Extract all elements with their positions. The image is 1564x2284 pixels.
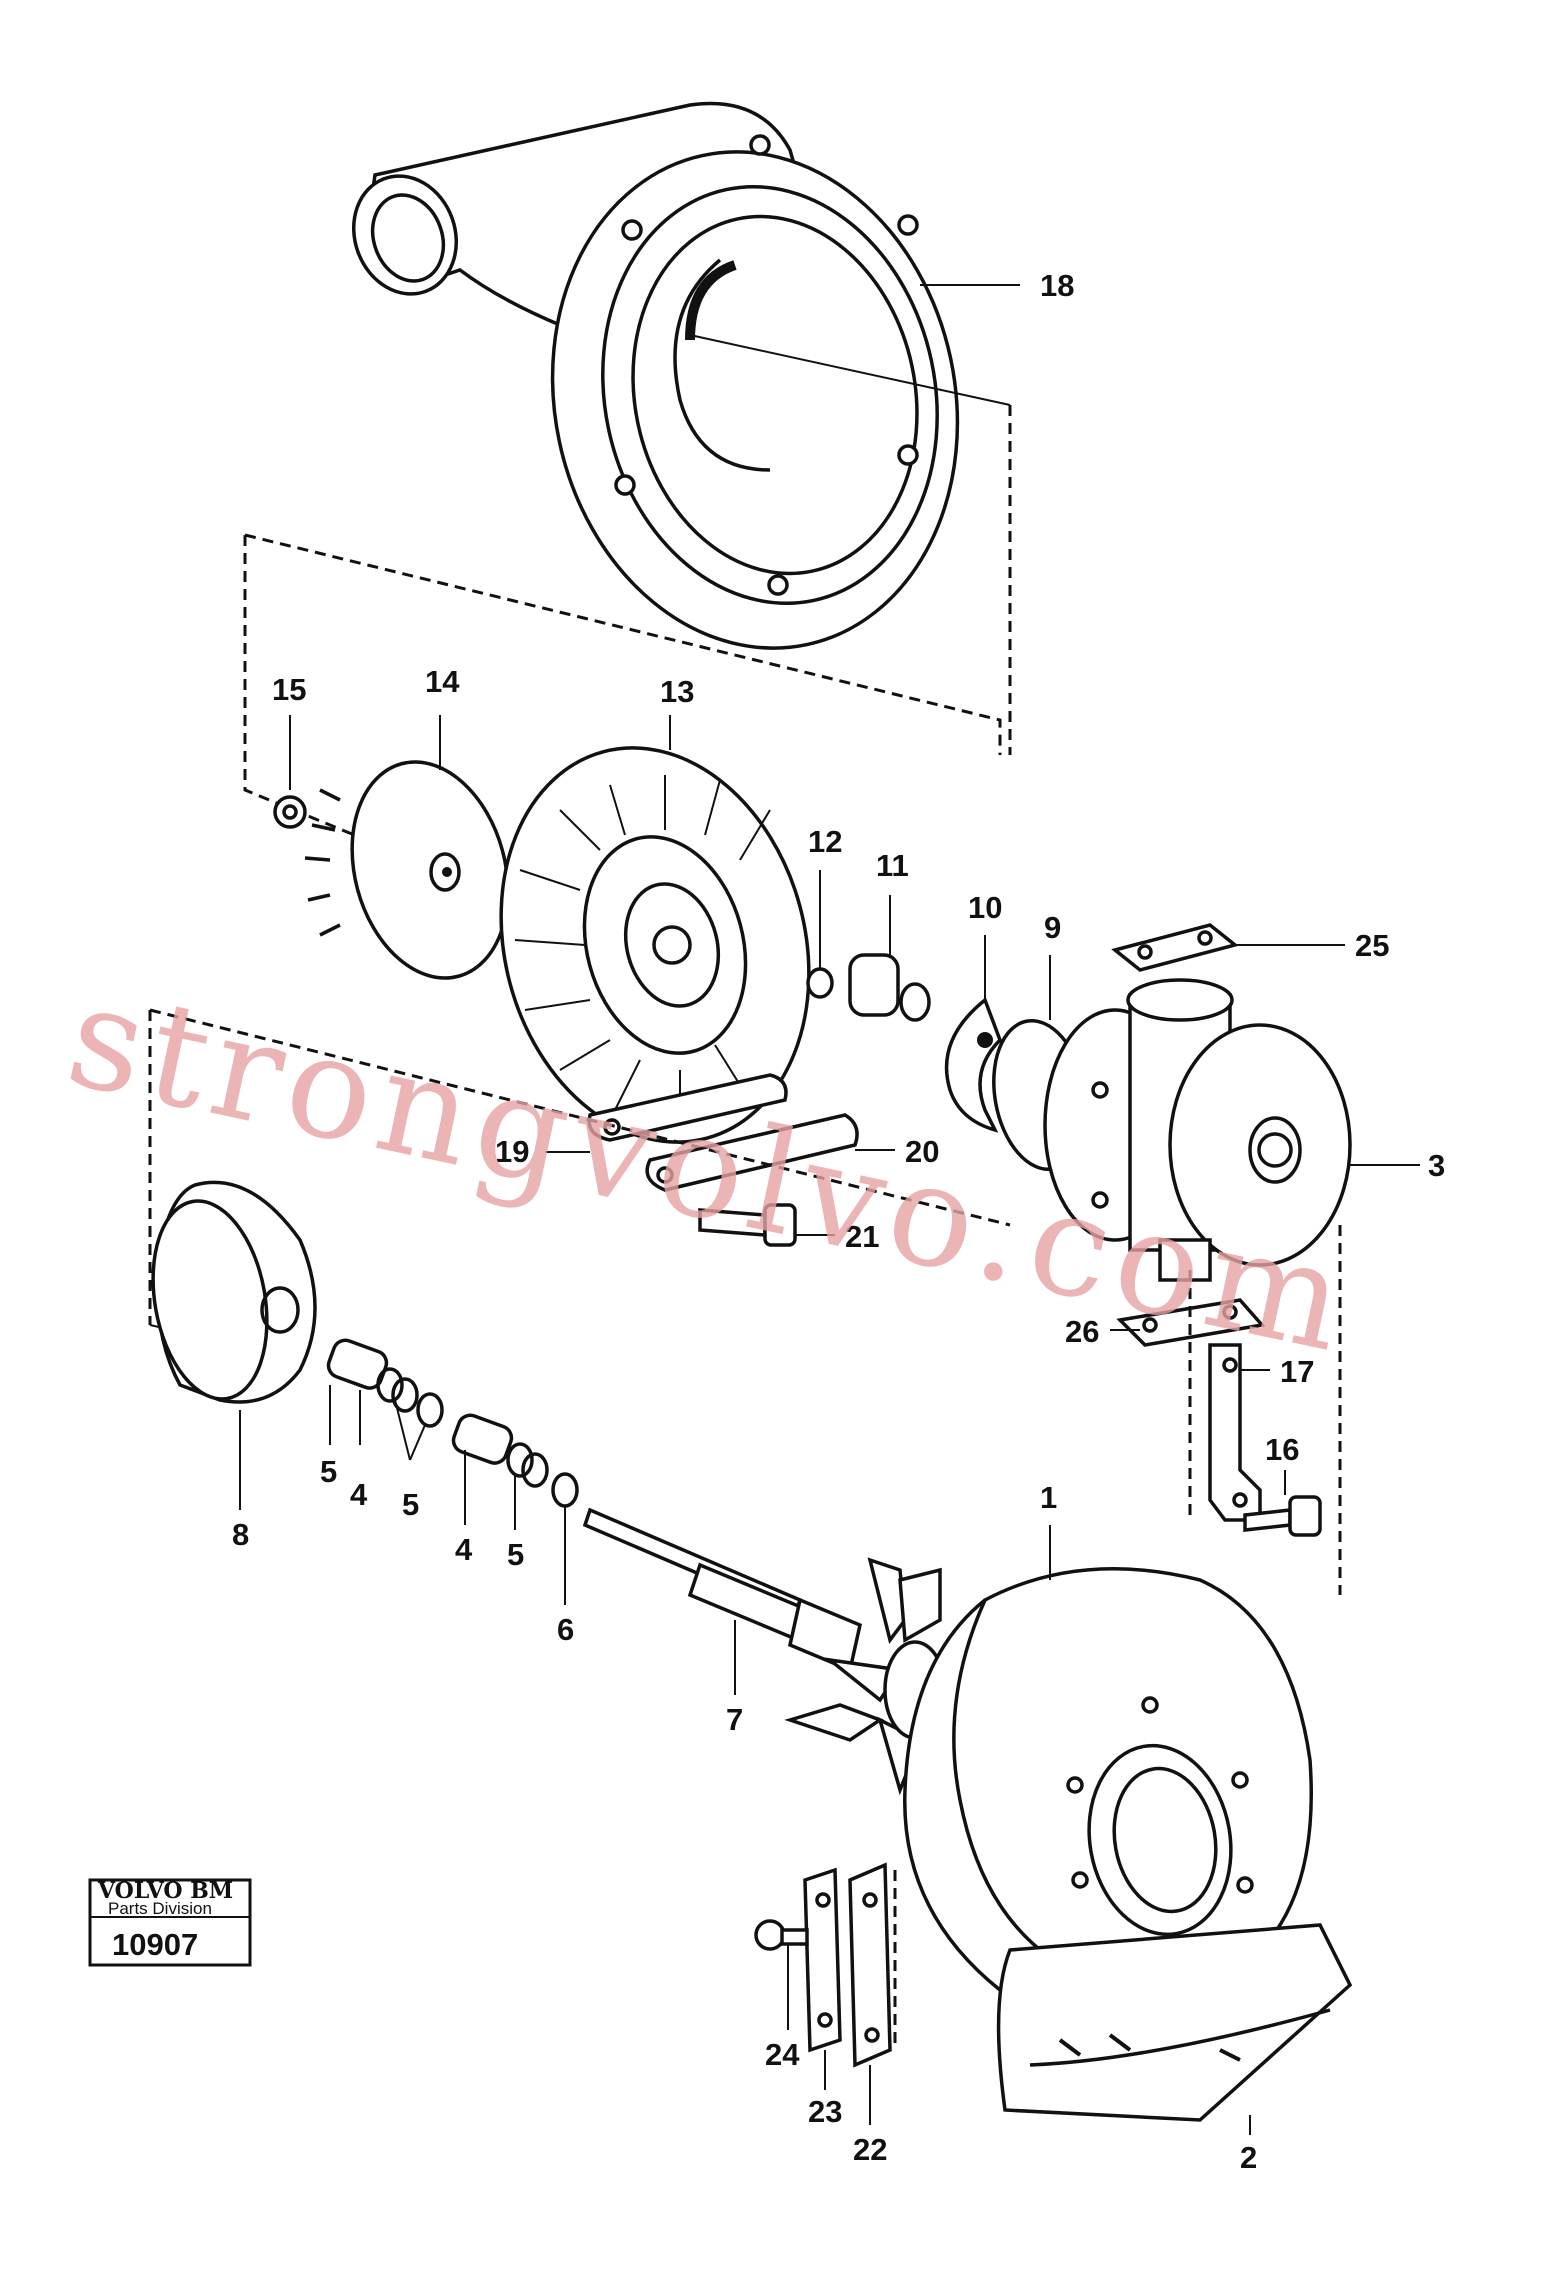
oil-deflector-10 xyxy=(944,997,1003,1133)
label-1: 1 xyxy=(1040,1480,1057,1515)
bearing-4-b xyxy=(451,1413,514,1465)
label-17: 17 xyxy=(1280,1354,1314,1389)
bolt-24 xyxy=(754,1919,809,1951)
label-23: 23 xyxy=(808,2094,842,2129)
label-2: 2 xyxy=(1240,2140,1257,2175)
label-22: 22 xyxy=(853,2132,887,2167)
label-7: 7 xyxy=(726,1702,743,1737)
seal-ring-12 xyxy=(806,967,834,999)
compressor-wheel xyxy=(304,760,510,980)
heat-shield-8 xyxy=(151,1180,317,1404)
lock-plate-22 xyxy=(848,1862,892,2068)
label-5-b: 5 xyxy=(402,1487,419,1522)
circlip-5-b xyxy=(506,1442,549,1488)
bracket-17 xyxy=(1208,1343,1262,1522)
label-9: 9 xyxy=(1044,910,1061,945)
volvo-bm-logo: VOLVO BM Parts Division 10907 xyxy=(88,1878,252,1967)
label-5-c: 5 xyxy=(507,1537,524,1572)
label-24: 24 xyxy=(765,2037,800,2072)
seal-ring-6 xyxy=(551,1472,579,1508)
bolt-21 xyxy=(698,1203,797,1247)
label-13: 13 xyxy=(660,674,694,709)
label-8: 8 xyxy=(232,1517,249,1552)
bearing-4-a xyxy=(326,1338,389,1390)
label-11: 11 xyxy=(876,848,909,883)
label-26: 26 xyxy=(1065,1314,1099,1349)
center-housing xyxy=(1043,978,1352,1282)
compressor-housing xyxy=(351,101,960,650)
turbine-housing-1 xyxy=(903,1567,1313,1992)
gasket-26 xyxy=(1116,1298,1266,1347)
turbine-shaft-wheel xyxy=(582,1507,962,1796)
drawing-number: 10907 xyxy=(112,1927,198,1962)
logo-brand: VOLVO BM xyxy=(97,1878,233,1904)
label-6: 6 xyxy=(557,1612,574,1647)
label-21: 21 xyxy=(845,1219,879,1254)
label-5-a: 5 xyxy=(320,1454,337,1489)
lock-plate-20 xyxy=(645,1113,859,1192)
label-20: 20 xyxy=(905,1134,939,1169)
label-4-a: 4 xyxy=(350,1477,368,1512)
label-14: 14 xyxy=(425,664,460,699)
lock-plate-23 xyxy=(803,1867,842,2053)
circlip-5-a xyxy=(376,1367,444,1428)
logo-division: Parts Division xyxy=(108,1899,212,1918)
bolt-16 xyxy=(1243,1495,1322,1537)
label-25: 25 xyxy=(1355,928,1389,963)
label-15: 15 xyxy=(272,672,306,707)
gasket-25 xyxy=(1111,923,1239,972)
thrust-bearing-11 xyxy=(848,953,931,1022)
label-10: 10 xyxy=(968,890,1002,925)
label-16: 16 xyxy=(1265,1432,1299,1467)
label-18: 18 xyxy=(1040,268,1074,303)
nut xyxy=(273,795,307,829)
lock-plate-19 xyxy=(587,1073,788,1142)
bearing-housing-backplate xyxy=(499,746,811,1144)
flange-gasket-2 xyxy=(996,1923,1353,2122)
label-19: 19 xyxy=(495,1134,529,1169)
label-12: 12 xyxy=(808,824,842,859)
label-3: 3 xyxy=(1428,1148,1445,1183)
label-4-b: 4 xyxy=(455,1532,473,1567)
